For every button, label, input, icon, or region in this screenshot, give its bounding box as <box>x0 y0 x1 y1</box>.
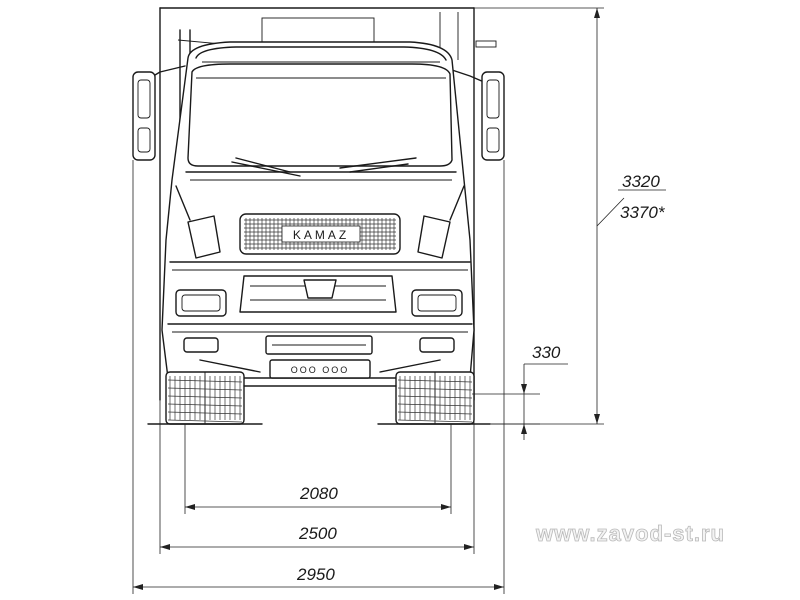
grille-badge-text: KAMAZ <box>293 228 349 242</box>
right-mirror <box>451 69 505 161</box>
overall-width-dim: 2950 <box>296 565 335 584</box>
cab-face <box>175 171 465 259</box>
height-dim-b: 3370* <box>620 203 666 222</box>
svg-text:OOO OOO: OOO OOO <box>291 365 350 375</box>
left-mirror <box>132 65 186 161</box>
front-grille: KAMAZ <box>239 213 401 255</box>
body-width-dimension: 2500 <box>159 400 475 554</box>
right-wheels <box>395 371 475 425</box>
front-bumper: OOO OOO <box>167 261 473 379</box>
height-dimension: 3320 3370* <box>474 7 666 425</box>
clearance-dimension: 330 <box>472 343 568 440</box>
left-wheels <box>165 371 245 425</box>
track-dim: 2080 <box>299 484 338 503</box>
overall-width-dimension: 2950 <box>132 160 505 594</box>
watermark-text: www.zavod-st.ru <box>535 521 725 546</box>
track-dimension: 2080 <box>184 424 452 514</box>
windshield <box>187 63 453 177</box>
body-width-dim: 2500 <box>298 524 337 543</box>
height-dim-a: 3320 <box>622 172 660 191</box>
dimensions: 3320 3370* 330 2080 <box>132 7 666 594</box>
truck-front-view: KAMAZ OOO OOO <box>132 7 505 425</box>
clearance-dim: 330 <box>532 343 561 362</box>
